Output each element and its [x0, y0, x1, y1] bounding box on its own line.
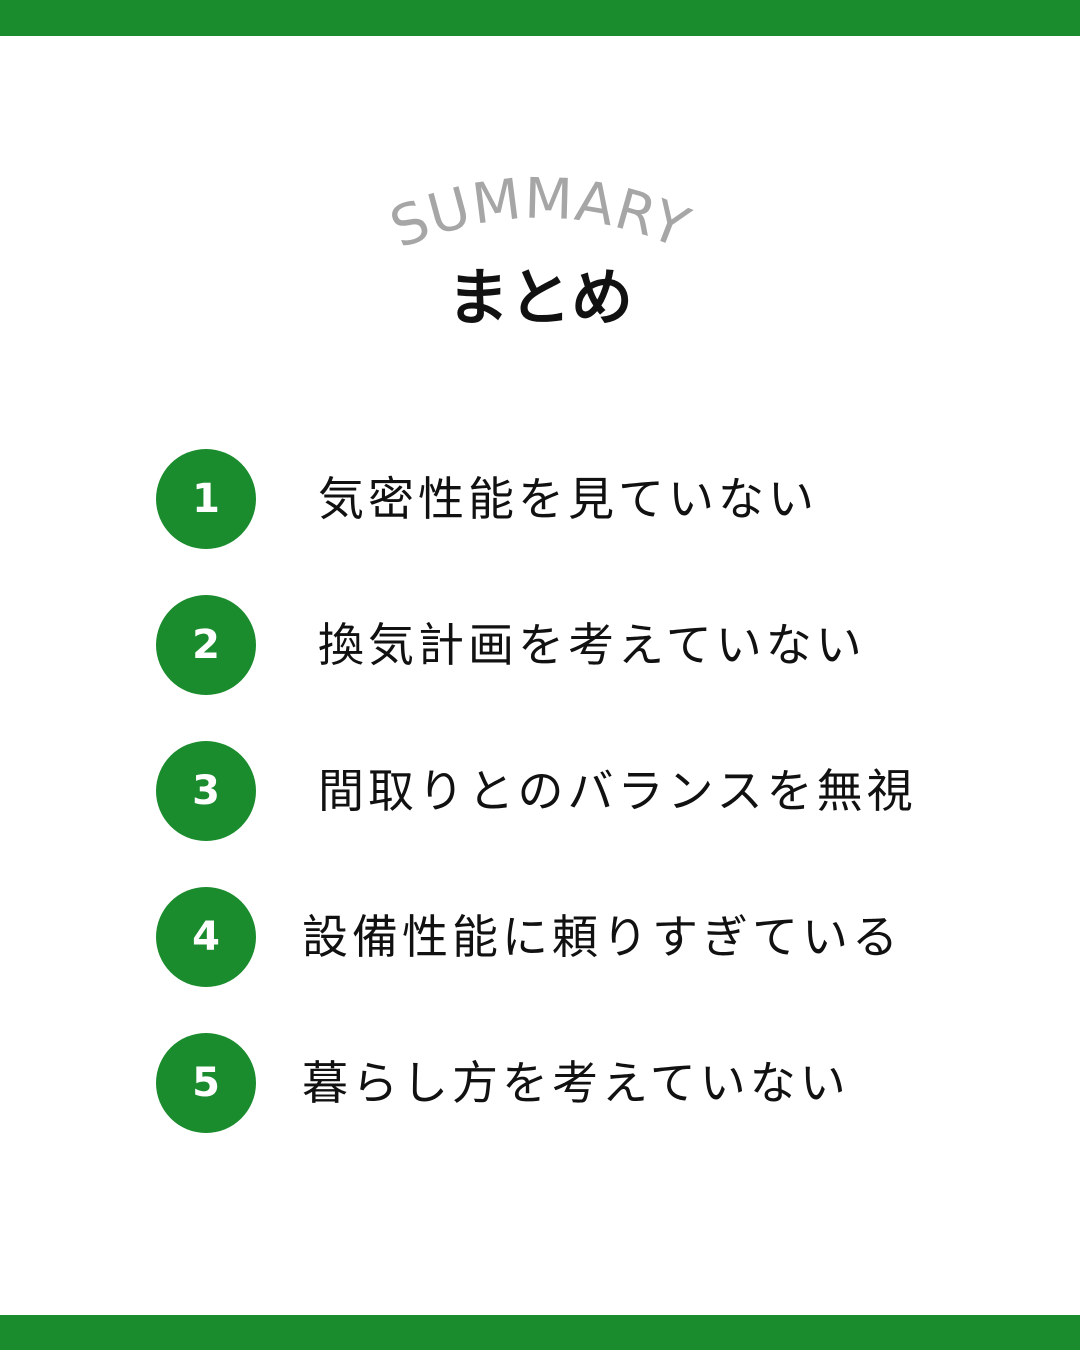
summary-arc-heading: SUMMARY	[382, 166, 698, 261]
summary-label: SUMMARY	[382, 166, 697, 261]
number-badge: 5	[156, 1033, 256, 1133]
number-badge: 1	[156, 449, 256, 549]
number-badge: 3	[156, 741, 256, 841]
bottom-accent-band	[0, 1315, 1080, 1350]
list-item: 5 暮らし方を考えていない	[0, 1033, 1080, 1133]
list-item-label: 換気計画を考えていない	[318, 618, 866, 672]
list-item-label: 間取りとのバランスを無視	[318, 764, 917, 818]
list-item: 3 間取りとのバランスを無視	[0, 741, 1080, 841]
summary-arc-text: SUMMARY	[382, 166, 698, 261]
list-item-label: 気密性能を見ていない	[318, 472, 818, 526]
number-badge: 2	[156, 595, 256, 695]
top-accent-band	[0, 0, 1080, 36]
list-item: 1 気密性能を見ていない	[0, 449, 1080, 549]
list-item: 2 換気計画を考えていない	[0, 595, 1080, 695]
list-item-label: 設備性能に頼りすぎている	[302, 910, 902, 964]
page-title: まとめ	[446, 261, 633, 334]
list-item: 4 設備性能に頼りすぎている	[0, 887, 1080, 987]
number-badge: 4	[156, 887, 256, 987]
list-item-label: 暮らし方を考えていない	[302, 1056, 850, 1110]
